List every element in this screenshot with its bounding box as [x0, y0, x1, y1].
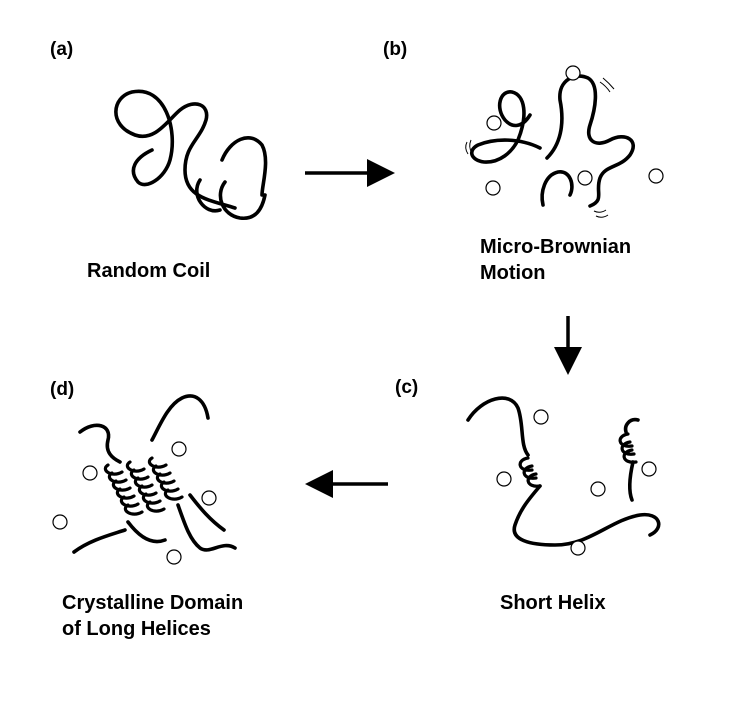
panel-label-b: (b)	[383, 39, 408, 60]
crystalline-domain-molecules	[52, 441, 217, 565]
panel-label-a: (a)	[50, 39, 74, 60]
panel-label-c: (c)	[395, 377, 419, 398]
crystalline-domain-chains	[72, 394, 237, 554]
short-helix-molecules	[496, 409, 657, 556]
caption-crystalline-line2: of Long Helices	[62, 618, 211, 640]
caption-crystalline-line1: Crystalline Domain	[62, 592, 244, 614]
caption-short-helix: Short Helix	[500, 592, 606, 614]
caption-micro-brownian-line1: Micro-Brownian	[480, 236, 632, 258]
micro-brownian-chains	[470, 74, 635, 208]
short-helix-chains	[466, 396, 661, 547]
caption-micro-brownian-line2: Motion	[480, 262, 546, 284]
caption-random-coil: Random Coil	[87, 260, 211, 282]
motion-marks	[465, 77, 615, 218]
random-coil-chains	[114, 89, 268, 220]
micro-brownian-molecules	[485, 65, 664, 196]
crystalline-domain-helices	[103, 456, 184, 516]
panel-label-d: (d)	[50, 379, 75, 400]
